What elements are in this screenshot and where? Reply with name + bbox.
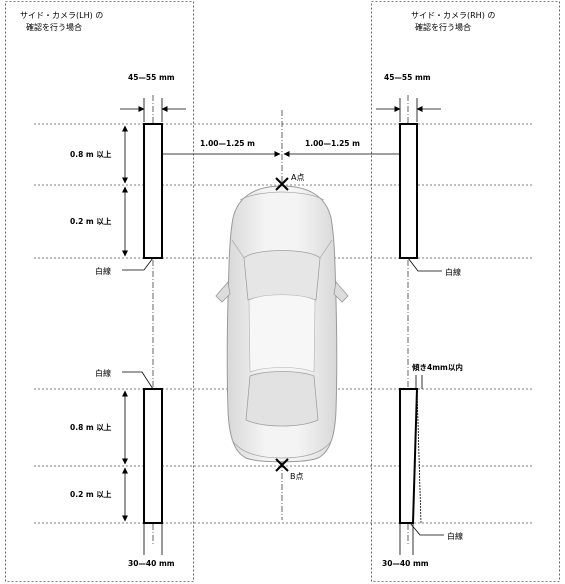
length-08-label-lh-rear: 0.8 m 以上 — [70, 422, 112, 432]
white-line-leader-lh-rear — [122, 371, 154, 390]
length-02-label-lh-front: 0.2 m 以上 — [70, 216, 112, 226]
panel-lh-title-line2: 確認を行う場合 — [26, 22, 82, 32]
point-b-marker — [275, 458, 289, 472]
length-08-label-lh-front: 0.8 m 以上 — [70, 149, 112, 159]
white-line-label-lh-rear: 白線 — [95, 368, 111, 378]
white-line-lh-rear — [143, 388, 163, 524]
bottom-width-label-rh: 30—40 mm — [382, 559, 429, 568]
white-line-rh-rear — [399, 388, 419, 524]
panel-lh-frame — [5, 1, 194, 582]
top-width-label-rh: 45—55 mm — [384, 73, 431, 82]
bottom-width-label-lh: 30—40 mm — [128, 559, 175, 568]
top-width-dim-rh — [376, 98, 441, 122]
white-line-label-rh-front: 白線 — [445, 267, 461, 277]
white-line-lh-front — [143, 123, 163, 259]
white-line-rh-front — [399, 123, 418, 259]
panel-rh-title-line2: 確認を行う場合 — [415, 22, 471, 32]
white-line-leader-rh-front — [407, 257, 442, 272]
lateral-label-right: 1.00—1.25 m — [305, 139, 360, 148]
length-02-label-lh-rear: 0.2 m 以上 — [70, 489, 112, 499]
vehicle-top-view — [215, 185, 349, 463]
point-b-label: B点 — [290, 472, 304, 481]
panel-rh-frame — [371, 1, 560, 582]
white-line-label-lh-front: 白線 — [95, 266, 111, 276]
white-line-leader-lh-front — [122, 257, 154, 271]
white-line-leader-rh-rear — [409, 522, 444, 536]
panel-rh-title-line1: サイド・カメラ(RH) の — [411, 11, 495, 20]
tilt-label: 傾き4mm以内 — [411, 362, 463, 372]
white-line-label-rh-rear: 白線 — [447, 531, 463, 541]
point-a-marker — [275, 177, 289, 191]
point-a-label: A点 — [291, 173, 304, 182]
lateral-label-left: 1.00—1.25 m — [200, 139, 255, 148]
panel-lh-title-line1: サイド・カメラ(LH) の — [20, 11, 103, 20]
top-width-label-lh: 45—55 mm — [128, 73, 175, 82]
top-width-dim-lh — [120, 98, 186, 122]
tilt-reference — [416, 388, 422, 524]
